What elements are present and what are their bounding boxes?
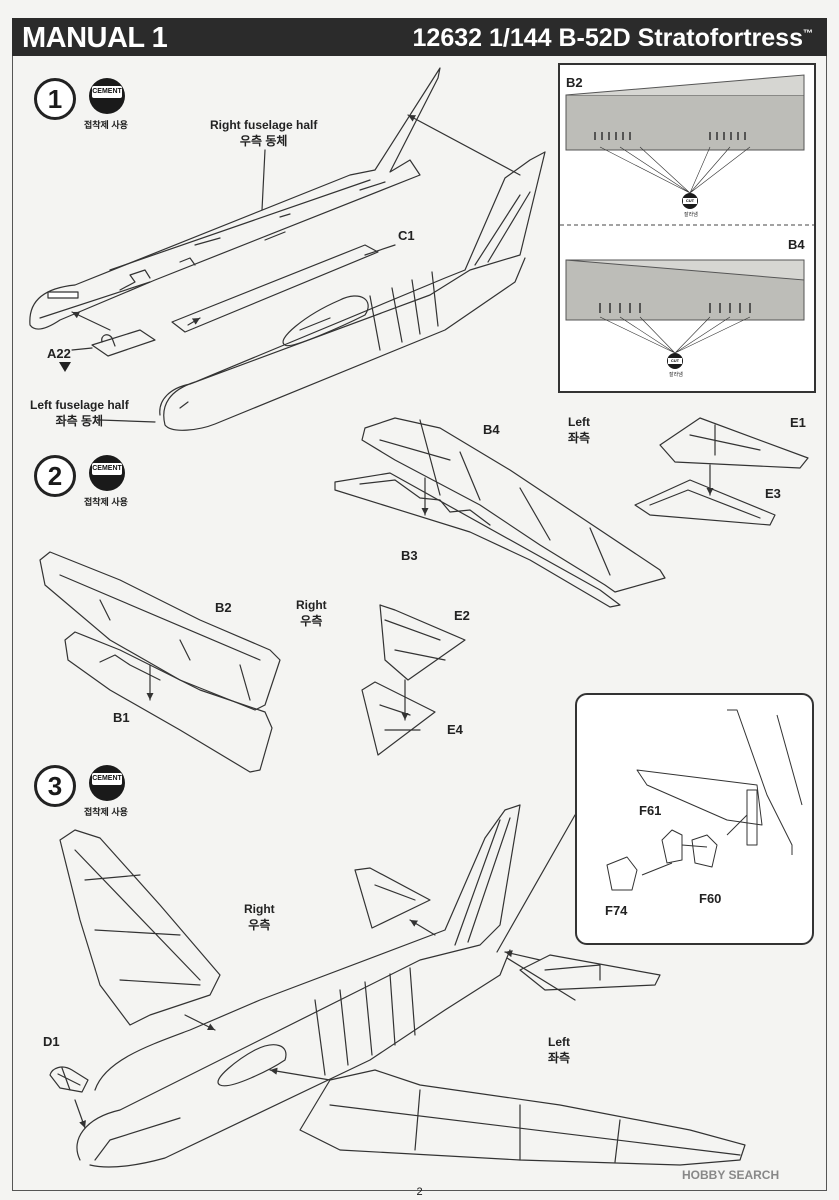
cut-icon: CUT (667, 353, 683, 369)
part-a22-drawing (91, 329, 156, 357)
kit-title: 12632 1/144 B-52D Stratofortress™ (412, 24, 813, 52)
inset-label-b4: B4 (788, 237, 805, 252)
watermark: HOBBY SEARCH (682, 1168, 780, 1182)
elevator-right-drawing (361, 604, 466, 756)
left-fuselage-half-drawing (159, 151, 546, 431)
cement-icon: CEMENT (89, 455, 125, 491)
cement-note: 접착제 사용 (84, 807, 128, 817)
part-label-f60: F60 (699, 891, 722, 906)
part-label-a22: A22 (47, 346, 71, 361)
cut-detail-drawing (560, 74, 814, 354)
right-fuselage-half-drawing (29, 67, 441, 330)
part-label-e2: E2 (454, 608, 470, 623)
cement-icon: CEMENT (89, 78, 125, 114)
page-number: 2 (416, 1186, 423, 1198)
part-label-e1: E1 (790, 415, 806, 430)
manual-header: MANUAL 1 12632 1/144 B-52D Stratofortres… (12, 18, 827, 56)
assembled-right-wing-drawing (59, 829, 221, 1031)
part-label-b3: B3 (401, 548, 418, 563)
part-label-d1: D1 (43, 1034, 60, 1049)
elevator-left-drawing (634, 417, 809, 526)
part-label-f61: F61 (639, 803, 662, 818)
part-label-e4: E4 (447, 722, 463, 737)
manual-title: MANUAL 1 (22, 22, 168, 54)
step-1-number: 1 (34, 78, 76, 120)
part-label-e3: E3 (765, 486, 781, 501)
cement-icon: CEMENT (89, 765, 125, 801)
right-wing-drawing (39, 551, 281, 773)
assembled-left-wing-drawing (269, 1067, 746, 1166)
assembled-fuselage-drawing (76, 804, 521, 1168)
left-wing-drawing (334, 417, 666, 608)
part-label-b4: B4 (483, 422, 500, 437)
cut-icon: CUT (682, 193, 698, 209)
step-3-number: 3 (34, 765, 76, 807)
part-label-b2: B2 (215, 600, 232, 615)
cut-note: 잘라냄 (684, 212, 698, 218)
tail-detail-drawing (606, 709, 803, 891)
cut-detail-inset: B2 B4 CUT 잘라냄 CUT 잘라냄 (558, 63, 816, 393)
tail-detail-inset: F61 F74 F60 (575, 693, 814, 945)
part-d1-drawing (49, 1066, 89, 1129)
part-label-f74: F74 (605, 903, 628, 918)
triangle-marker-icon (59, 362, 71, 372)
step-2-number: 2 (34, 455, 76, 497)
part-label-b1: B1 (113, 710, 130, 725)
assembled-stabilizers-drawing (354, 867, 661, 991)
cement-note: 접착제 사용 (84, 497, 128, 507)
inset-label-b2: B2 (566, 75, 583, 90)
page-frame (12, 56, 827, 1191)
part-label-c1: C1 (398, 228, 415, 243)
cement-note: 접착제 사용 (84, 120, 128, 130)
cut-note: 잘라냄 (669, 372, 683, 378)
part-c1-drawing (171, 244, 379, 333)
